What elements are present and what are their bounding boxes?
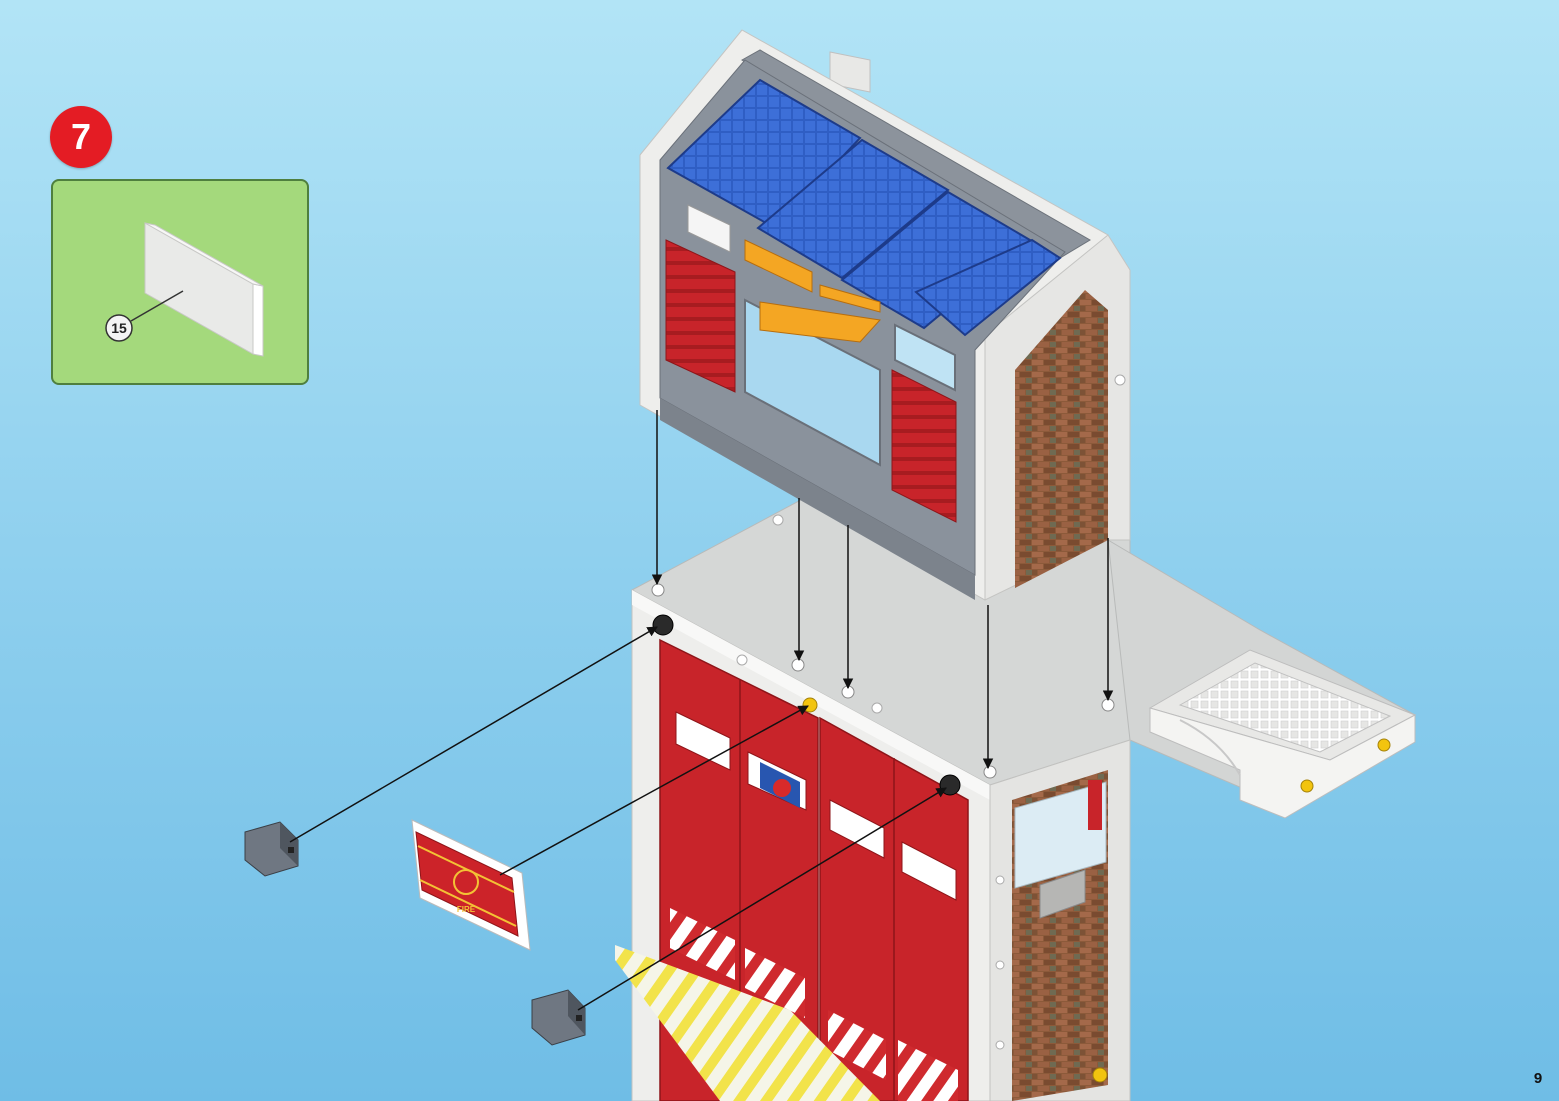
- arrow-diagonal-icon: [289, 626, 658, 843]
- garage-door-right: [819, 716, 969, 1101]
- window-shutter-left: [665, 239, 736, 393]
- upper-floor-gable-wall: [639, 29, 1131, 601]
- fire-sign-plate: FIRE: [411, 819, 531, 951]
- solar-panel-2: [756, 138, 950, 280]
- assembly-arrows: [651, 410, 1114, 770]
- fire-logo-window: [760, 762, 800, 808]
- window-shutter-right: [891, 369, 957, 523]
- part-callout-circle: [105, 314, 133, 342]
- part-callout-number: 15: [111, 320, 127, 336]
- sign-text: FIRE: [457, 905, 476, 914]
- fire-logo-icon: [453, 869, 479, 895]
- parts-needed-panel: 15: [51, 179, 309, 385]
- lower-floor-side-wall: [989, 739, 1131, 1101]
- mount-hole-right: [939, 774, 961, 796]
- arrow-diagonal-icon: [499, 705, 809, 876]
- callout-leader-line: [130, 290, 184, 322]
- parts-illustration: 15: [105, 222, 264, 357]
- mount-hole-center: [802, 697, 818, 713]
- balcony-platform: [1148, 649, 1417, 819]
- page-number: 9: [1533, 1070, 1543, 1087]
- floor-hazard-stripe: [615, 945, 880, 1101]
- solar-panel-4: [914, 238, 1062, 337]
- arrow-diagonal-icon: [577, 787, 947, 1011]
- upper-window-opening: [744, 298, 881, 467]
- part-15-wall-piece: [144, 222, 264, 357]
- mount-hole-left: [652, 614, 674, 636]
- grey-bracket-bottom: [531, 989, 586, 1046]
- step-number-badge: 7: [50, 106, 112, 168]
- solar-panel-1: [666, 78, 862, 230]
- grey-bracket-top: [244, 821, 299, 877]
